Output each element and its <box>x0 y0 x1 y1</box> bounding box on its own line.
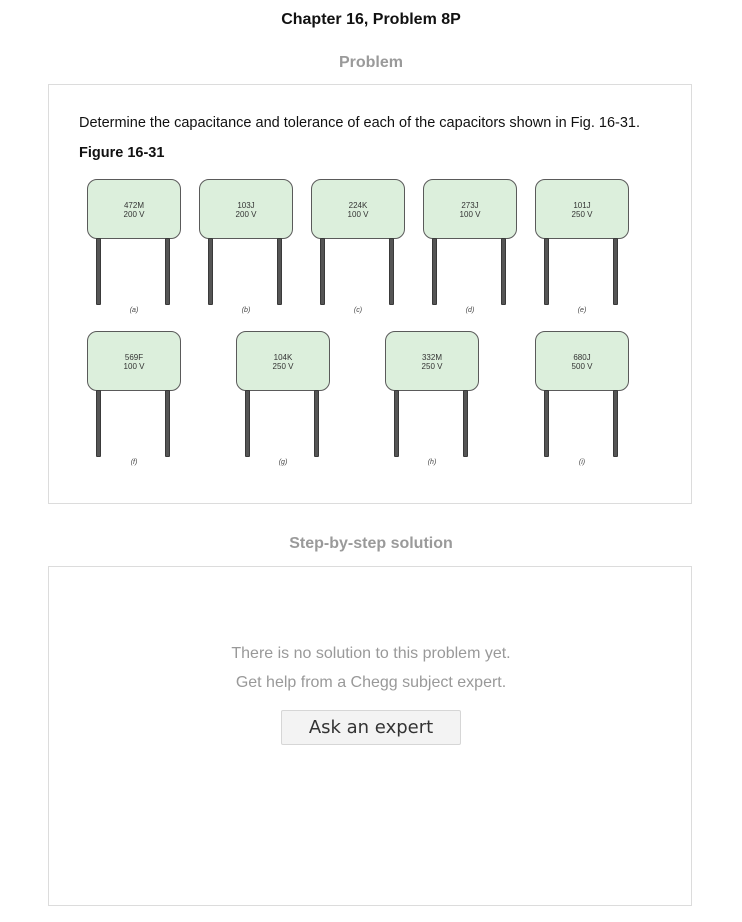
capacitor-code: 101J <box>573 201 591 210</box>
capacitor-lead <box>245 390 250 457</box>
capacitor-letter: (c) <box>353 307 363 314</box>
capacitor-body: 472M 200 V <box>87 179 181 239</box>
capacitor-voltage: 250 V <box>272 362 294 371</box>
ask-expert-button[interactable]: Ask an expert <box>281 710 461 745</box>
problem-box: Determine the capacitance and tolerance … <box>48 84 692 504</box>
chapter-title: Chapter 16, Problem 8P <box>281 11 461 28</box>
capacitor-body: 101J 250 V <box>535 179 629 239</box>
expert-help-message: Get help from a Chegg subject expert. <box>235 674 507 691</box>
capacitor-letter: (a) <box>129 307 139 314</box>
capacitor-lead <box>501 238 506 305</box>
capacitor-lead <box>394 390 399 457</box>
capacitor-b: 103J 200 V (b) <box>199 179 295 319</box>
capacitor-voltage: 200 V <box>123 210 145 219</box>
capacitor-lead <box>165 238 170 305</box>
capacitor-voltage: 100 V <box>123 362 145 371</box>
capacitor-lead <box>165 390 170 457</box>
capacitor-code: 472M <box>123 201 144 210</box>
capacitor-body: 680J 500 V <box>535 331 629 391</box>
capacitor-letter: (h) <box>427 459 437 466</box>
capacitor-voltage: 250 V <box>571 210 593 219</box>
capacitor-lead <box>544 238 549 305</box>
capacitor-i: 680J 500 V (i) <box>535 331 631 471</box>
capacitor-lead <box>277 238 282 305</box>
capacitor-letter: (i) <box>578 459 586 466</box>
capacitor-voltage: 100 V <box>347 210 369 219</box>
capacitor-c: 224K 100 V (c) <box>311 179 407 319</box>
capacitor-voltage: 200 V <box>235 210 257 219</box>
capacitor-a: 472M 200 V (a) <box>87 179 183 319</box>
problem-heading: Problem <box>338 54 403 71</box>
capacitor-body: 104K 250 V <box>236 331 330 391</box>
capacitor-lead <box>208 238 213 305</box>
capacitor-code: 332M <box>421 353 442 362</box>
capacitor-voltage: 100 V <box>459 210 481 219</box>
capacitor-letter: (g) <box>278 459 288 466</box>
no-solution-message: There is no solution to this problem yet… <box>231 645 511 662</box>
capacitor-letter: (d) <box>465 307 475 314</box>
capacitor-code: 224K <box>348 201 368 210</box>
capacitor-code: 680J <box>573 353 591 362</box>
solution-box: There is no solution to this problem yet… <box>48 566 692 906</box>
capacitor-h: 332M 250 V (h) <box>385 331 481 471</box>
capacitor-lead <box>544 390 549 457</box>
capacitor-lead <box>432 238 437 305</box>
capacitor-code: 273J <box>461 201 479 210</box>
capacitor-letter: (b) <box>241 307 251 314</box>
capacitor-lead <box>314 390 319 457</box>
capacitor-code: 104K <box>273 353 293 362</box>
capacitor-f: 569F 100 V (f) <box>87 331 183 471</box>
figure-label: Figure 16-31 <box>79 145 165 161</box>
problem-text: Determine the capacitance and tolerance … <box>79 115 640 131</box>
capacitor-voltage: 500 V <box>571 362 593 371</box>
capacitor-letter: (f) <box>130 459 138 466</box>
capacitor-letter: (e) <box>577 307 587 314</box>
capacitor-body: 224K 100 V <box>311 179 405 239</box>
capacitor-lead <box>613 390 618 457</box>
solution-heading: Step-by-step solution <box>289 535 453 552</box>
capacitor-code: 103J <box>237 201 255 210</box>
capacitor-code: 569F <box>124 353 144 362</box>
capacitor-lead <box>613 238 618 305</box>
capacitor-e: 101J 250 V (e) <box>535 179 631 319</box>
capacitor-lead <box>96 390 101 457</box>
capacitor-g: 104K 250 V (g) <box>236 331 332 471</box>
capacitor-lead <box>96 238 101 305</box>
capacitor-body: 103J 200 V <box>199 179 293 239</box>
capacitor-body: 273J 100 V <box>423 179 517 239</box>
capacitor-body: 332M 250 V <box>385 331 479 391</box>
capacitor-lead <box>389 238 394 305</box>
capacitor-lead <box>463 390 468 457</box>
capacitor-d: 273J 100 V (d) <box>423 179 519 319</box>
capacitor-voltage: 250 V <box>421 362 443 371</box>
capacitor-body: 569F 100 V <box>87 331 181 391</box>
capacitor-lead <box>320 238 325 305</box>
